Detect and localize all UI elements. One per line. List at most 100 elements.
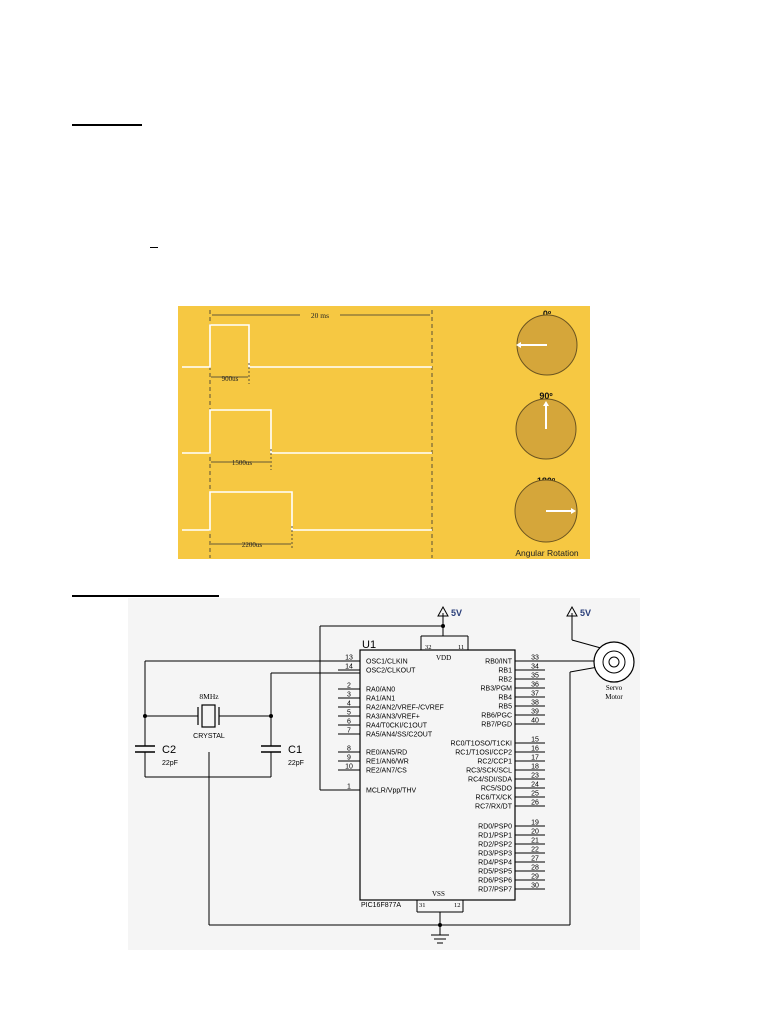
pulse-900us [182, 324, 432, 368]
period-label: 20 ms [311, 311, 329, 320]
supply-2-label: 5V [580, 608, 591, 618]
left-pin-number: 13 [345, 655, 353, 662]
right-pin-number: 25 [531, 791, 539, 798]
right-pin-name: RC0/T1OSO/T1CKI [451, 741, 513, 748]
junction-dot [143, 714, 147, 718]
right-pin-name: RD4/PSP4 [478, 860, 512, 867]
left-pin-number: 10 [345, 764, 353, 771]
servo-label-line1: Servo [606, 684, 623, 692]
left-pin-name: RA2/AN2/VREF-/CVREF [366, 705, 444, 712]
pulse-1500us [182, 409, 432, 454]
c2-ref: C2 [162, 744, 176, 756]
left-pin-number: 6 [347, 719, 351, 726]
right-pin-name: RB7/PGD [481, 722, 512, 729]
left-pin-name: RE1/AN6/WR [366, 759, 409, 766]
dial-0-arrowhead [516, 342, 521, 348]
right-pin-name: RC6/TX/CK [475, 795, 512, 802]
supply-2-arrow [566, 605, 578, 617]
right-pin-number: 15 [531, 737, 539, 744]
angular-rotation-caption: Angular Rotation [515, 548, 579, 558]
left-pin-name: RA5/AN4/SS/C2OUT [366, 732, 433, 739]
right-pin-number: 37 [531, 691, 539, 698]
right-pin-number: 34 [531, 664, 539, 671]
right-pin-name: RB4 [498, 695, 512, 702]
vss-pin-12: 12 [454, 902, 461, 909]
left-pin-name: RA1/AN1 [366, 696, 395, 703]
servo-ground-lead [569, 666, 599, 673]
bullet-dash [150, 247, 158, 248]
right-pin-number: 17 [531, 755, 539, 762]
dial-180-arrowhead [571, 508, 576, 514]
right-pin-number: 40 [531, 718, 539, 725]
left-pin-name: RA0/AN0 [366, 687, 395, 694]
right-pin-number: 28 [531, 865, 539, 872]
right-pin-name: RD1/PSP1 [478, 833, 512, 840]
junction-dot [269, 714, 273, 718]
right-pin-name: RD7/PSP7 [478, 887, 512, 894]
right-pin-name: RC5/SDO [481, 786, 513, 793]
ic-ref: U1 [362, 639, 376, 651]
right-pin-group: 33RB0/INT34RB135RB236RB3/PGM37RB438RB539… [451, 655, 545, 894]
vdd-pin-11: 11 [458, 644, 464, 651]
servo-label-line2: Motor [605, 693, 623, 701]
c1-ref: C1 [288, 744, 302, 756]
left-pin-number: 14 [345, 664, 353, 671]
right-pin-number: 20 [531, 829, 539, 836]
heading-underline-1 [72, 124, 142, 126]
left-pin-number: 3 [347, 692, 351, 699]
left-pin-number: 8 [347, 746, 351, 753]
servo-motor-icon [593, 641, 635, 683]
right-pin-name: RD2/PSP2 [478, 842, 512, 849]
right-pin-number: 38 [531, 700, 539, 707]
dial-0-label: 0º [543, 309, 552, 319]
left-pin-name: OSC2/CLKOUT [366, 668, 416, 675]
left-pin-number: 2 [347, 683, 351, 690]
right-pin-number: 35 [531, 673, 539, 680]
left-pin-name: MCLR/Vpp/THV [366, 788, 417, 795]
right-pin-name: RB0/INT [485, 659, 513, 666]
dial-90-arrowhead [543, 401, 549, 406]
left-pin-number: 9 [347, 755, 351, 762]
right-pin-name: RC3/SCK/SCL [466, 768, 512, 775]
right-pin-name: RC2/CCP1 [477, 759, 512, 766]
left-pin-name: RE0/AN5/RD [366, 750, 407, 757]
pulse-2200us [182, 491, 432, 531]
heading-underline-2 [72, 595, 219, 597]
left-pin-group: 13OSC1/CLKIN14OSC2/CLKOUT2RA0/AN03RA1/AN… [338, 655, 444, 795]
right-pin-name: RD0/PSP0 [478, 824, 512, 831]
right-pin-number: 36 [531, 682, 539, 689]
right-pin-name: RC1/T1OSI/CCP2 [455, 750, 512, 757]
right-pin-number: 26 [531, 800, 539, 807]
junction-dot [441, 624, 445, 628]
left-pin-number: 7 [347, 728, 351, 735]
ground-junction-dot [438, 923, 442, 927]
right-pin-name: RB1 [498, 668, 512, 675]
pulse-2-width-label: 1500us [232, 459, 253, 467]
supply-1-label: 5V [451, 608, 462, 618]
right-pin-name: RB2 [498, 677, 512, 684]
left-pin-number: 5 [347, 710, 351, 717]
left-pin-name: RE2/AN7/CS [366, 768, 407, 775]
schematic-background [128, 598, 640, 950]
c1-value: 22pF [288, 760, 304, 767]
pulse-3-width-label: 2200us [242, 541, 263, 549]
right-pin-name: RB5 [498, 704, 512, 711]
ic-part-number: PIC16F877A [361, 902, 401, 909]
vdd-pin-32: 32 [425, 644, 432, 651]
left-pin-name: RA4/T0CKI/C1OUT [366, 723, 428, 730]
right-pin-number: 39 [531, 709, 539, 716]
right-pin-name: RD5/PSP5 [478, 869, 512, 876]
dial-90-label: 90º [539, 391, 553, 401]
right-pin-number: 18 [531, 764, 539, 771]
servo-hub [608, 656, 620, 668]
right-pin-name: RC7/RX/DT [475, 804, 513, 811]
left-pin-number: 4 [347, 701, 351, 708]
vss-label: VSS [432, 890, 445, 898]
right-pin-name: RB3/PGM [480, 686, 512, 693]
crystal-name: CRYSTAL [193, 733, 225, 740]
crystal-icon [201, 704, 216, 728]
right-pin-number: 27 [531, 856, 539, 863]
